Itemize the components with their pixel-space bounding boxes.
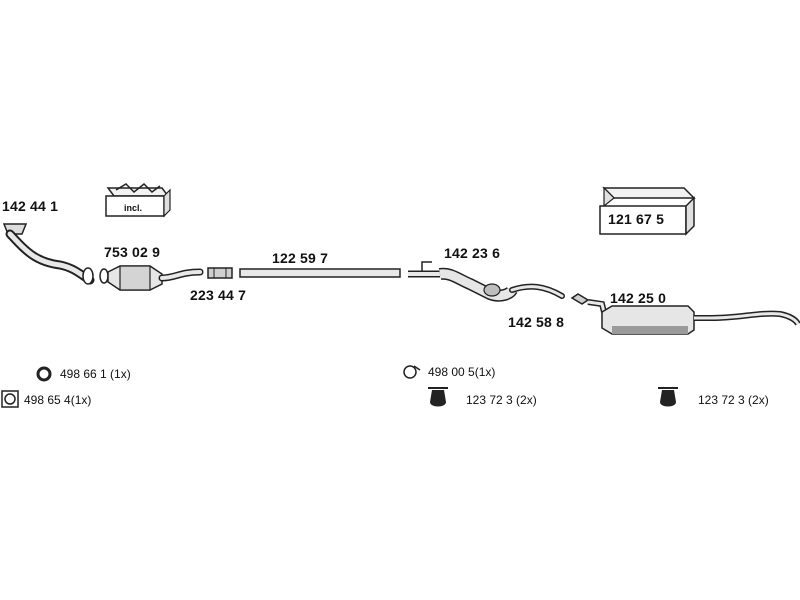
accessory-flange-gasket: 498 65 4(1x) [24, 393, 92, 407]
part-rear-silencer: 142 25 0 [610, 290, 667, 306]
intermediate-pipe-shape [239, 268, 401, 278]
accessory-ring-gasket: 498 66 1 (1x) [60, 367, 131, 381]
part-clamp-rear: 142 58 8 [508, 314, 565, 330]
incl-badge: incl. [124, 203, 143, 213]
incl-kit-box [105, 182, 171, 218]
front-pipe-shape [2, 223, 95, 285]
catalyst-shape [99, 265, 204, 291]
part-clamp-front: 223 44 7 [190, 287, 247, 303]
rubber-ring-icon [403, 365, 421, 379]
clamp-front-shape [207, 267, 233, 279]
rear-silencer-shape [587, 299, 800, 335]
part-front-pipe: 142 44 1 [2, 198, 59, 214]
hanger-rear-icon [658, 387, 678, 407]
part-mounting-kit: 121 67 5 [608, 211, 665, 227]
part-middle-silencer: 142 23 6 [444, 245, 501, 261]
part-intermediate-pipe: 122 59 7 [272, 250, 329, 266]
mounting-kit-box [599, 186, 696, 236]
hanger-mid-icon [428, 387, 448, 407]
accessory-rubber-ring: 498 00 5(1x) [428, 365, 496, 379]
ring-gasket-icon [36, 366, 52, 382]
accessory-hanger-rear: 123 72 3 (2x) [698, 393, 769, 407]
middle-silencer-shape [408, 261, 565, 302]
accessory-hanger-mid: 123 72 3 (2x) [466, 393, 537, 407]
part-catalyst: 753 02 9 [104, 244, 161, 260]
clamp-rear-shape [570, 293, 590, 305]
flange-gasket-icon [1, 390, 19, 408]
